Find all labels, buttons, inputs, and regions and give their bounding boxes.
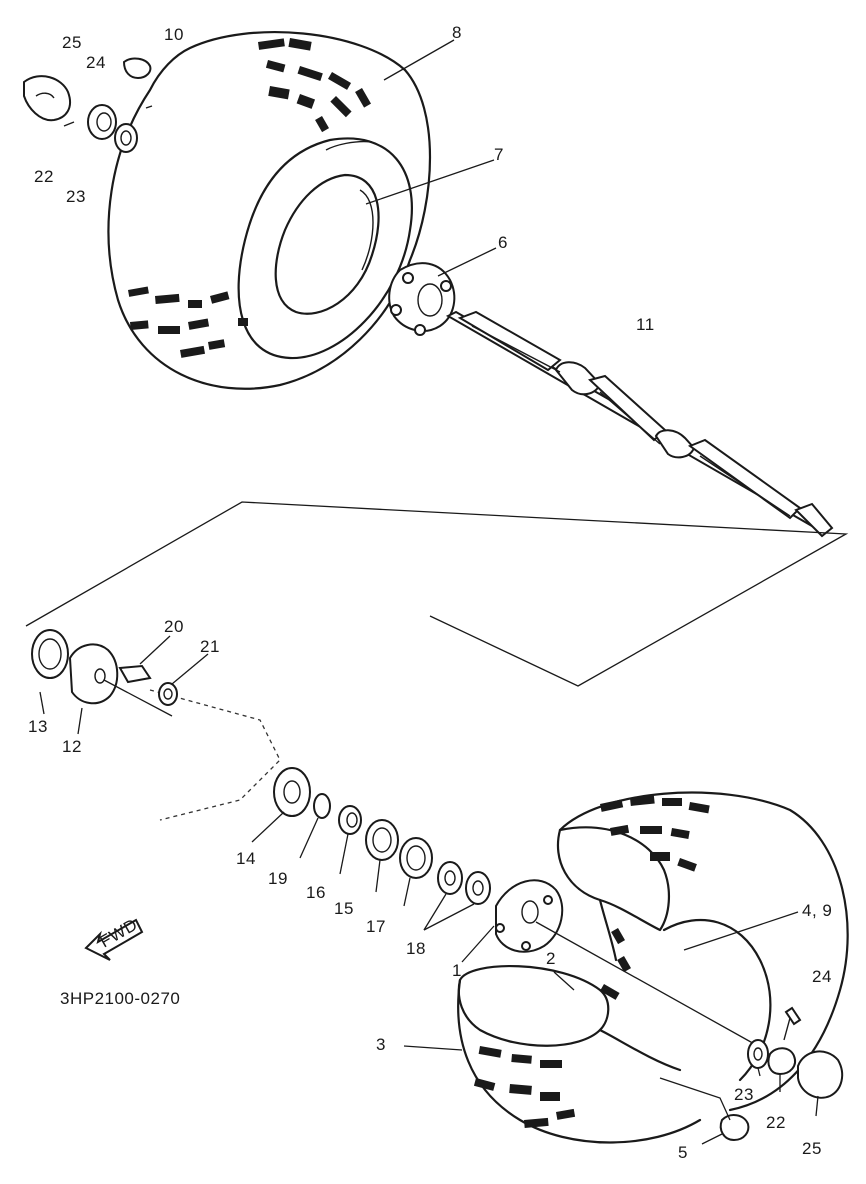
label-24-bottom: 24: [812, 967, 832, 986]
part-number-labels: 25 10 24 8 7 22 23 6 11 20 21 13 12 14 1…: [28, 23, 832, 1162]
tread-marks-bottom-lower: [473, 1046, 576, 1128]
label-7: 7: [494, 145, 504, 164]
label-18: 18: [406, 939, 426, 958]
label-25-top: 25: [62, 33, 82, 52]
diagram-code: 3HP2100-0270: [60, 989, 180, 1008]
fwd-arrow: FWD: [84, 915, 144, 961]
label-22-top: 22: [34, 167, 54, 186]
label-19: 19: [268, 869, 288, 888]
label-13: 13: [28, 717, 48, 736]
label-21: 21: [200, 637, 220, 656]
label-14: 14: [236, 849, 256, 868]
label-12: 12: [62, 737, 82, 756]
tread-marks-top: [128, 38, 371, 358]
axle-11: [445, 310, 834, 538]
label-3: 3: [376, 1035, 386, 1054]
label-6: 6: [498, 233, 508, 252]
label-22-bottom: 22: [766, 1113, 786, 1132]
bottom-right-small-parts: [659, 1006, 844, 1142]
top-left-small-parts: [23, 57, 153, 153]
label-24-top: 24: [86, 53, 106, 72]
label-8: 8: [452, 23, 462, 42]
label-1: 1: [452, 961, 462, 980]
label-25-bottom: 25: [802, 1139, 822, 1158]
label-15: 15: [334, 899, 354, 918]
left-exploded-parts: [31, 629, 178, 717]
label-11: 11: [636, 315, 655, 334]
top-tire: [107, 31, 432, 390]
label-10: 10: [164, 25, 184, 44]
middle-exploded-parts: [273, 767, 491, 905]
label-20: 20: [164, 617, 184, 636]
hub-1: [495, 879, 759, 1047]
label-2: 2: [546, 949, 556, 968]
label-23-top: 23: [66, 187, 86, 206]
label-23-bottom: 23: [734, 1085, 754, 1104]
hub-6: [388, 262, 456, 336]
callout-frame: [25, 501, 849, 821]
leader-lines: [39, 39, 819, 1145]
bottom-tire-lower-half: [457, 964, 702, 1144]
tread-marks-bottom-upper: [599, 795, 710, 1000]
label-16: 16: [306, 883, 326, 902]
label-4-9: 4, 9: [802, 901, 832, 920]
label-5: 5: [678, 1143, 688, 1162]
label-17: 17: [366, 917, 386, 936]
